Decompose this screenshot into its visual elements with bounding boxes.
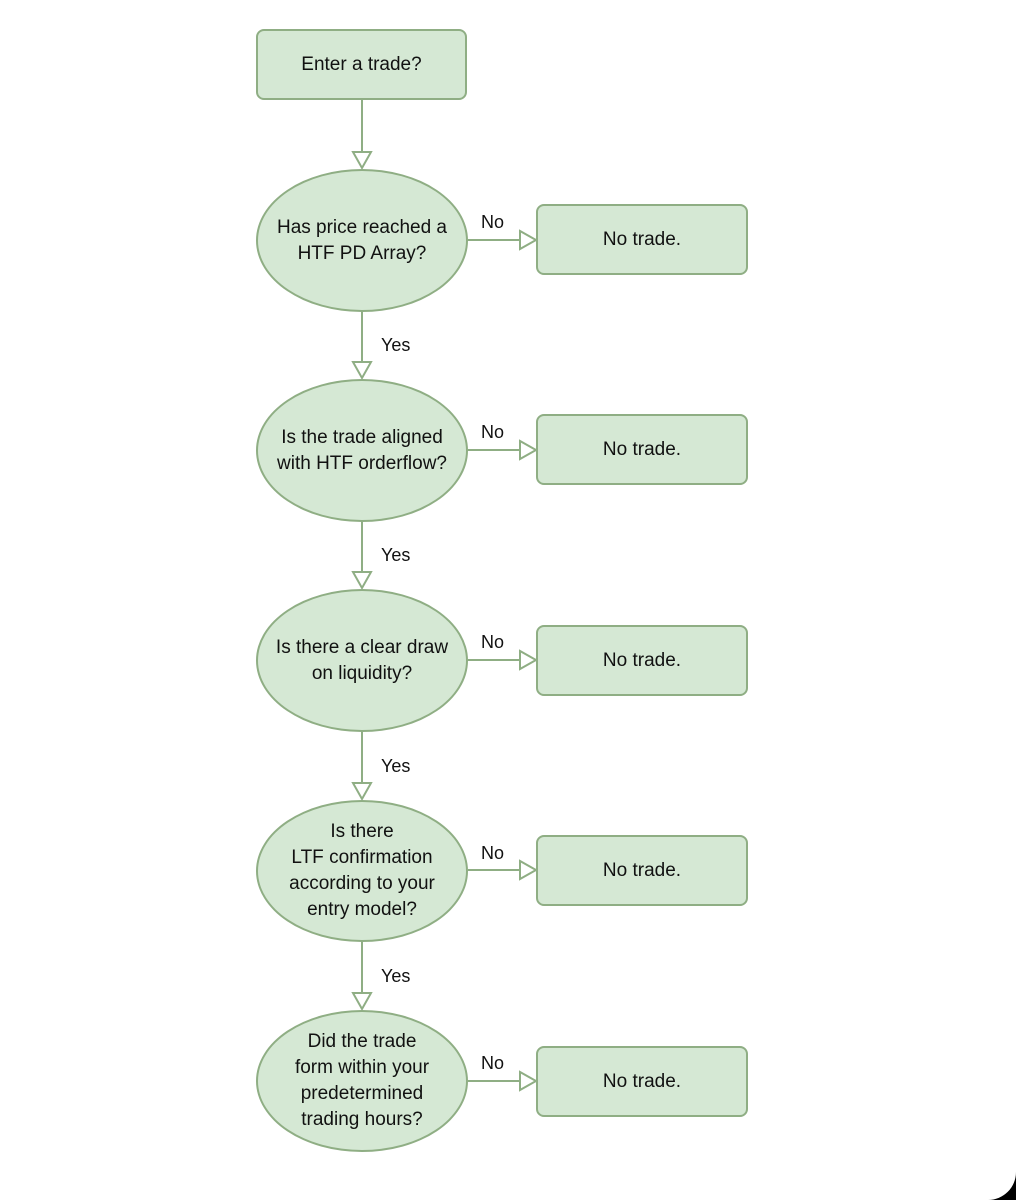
decision-question: Is the trade aligned with HTF orderflow?: [277, 426, 447, 474]
arrowhead-q1-no: [519, 229, 539, 251]
no-trade-node: No trade.: [536, 204, 748, 275]
yes-label: Yes: [381, 545, 411, 565]
decision-question: Has price reached a HTF PD Array?: [276, 216, 448, 264]
no-label: No: [481, 632, 505, 652]
no-trade-node: No trade.: [536, 1046, 748, 1117]
arrowhead-q1-to-q2: [351, 361, 373, 381]
arrowhead-q5-no: [519, 1070, 539, 1092]
arrowhead-start-to-q1: [351, 151, 373, 171]
arrowhead-q2-to-q3: [351, 571, 373, 591]
arrowhead-q3-to-q4: [351, 782, 373, 802]
no-trade-label: No trade.: [602, 1070, 682, 1092]
arrowhead-q3-no: [519, 649, 539, 671]
decision-predetermined-trading-hours: Did the trade form within your predeterm…: [256, 1010, 468, 1152]
no-trade-label: No trade.: [602, 859, 682, 881]
no-label: No: [481, 422, 505, 442]
decision-price-reached-pd-array: Has price reached a HTF PD Array?: [256, 169, 468, 312]
no-trade-label: No trade.: [602, 649, 682, 671]
yes-label: Yes: [381, 966, 411, 986]
no-trade-node: No trade.: [536, 414, 748, 485]
no-trade-label: No trade.: [602, 228, 682, 250]
yes-label: Yes: [381, 756, 411, 776]
decision-question: Is there LTF confirmation according to y…: [289, 821, 435, 920]
start-node: Enter a trade?: [256, 29, 467, 100]
decision-question: Is there a clear draw on liquidity?: [275, 636, 449, 684]
no-label: No: [481, 212, 505, 232]
decision-clear-draw-on-liquidity: Is there a clear draw on liquidity?: [256, 589, 468, 732]
no-label: No: [481, 1053, 505, 1073]
no-label: No: [481, 843, 505, 863]
arrowhead-q2-no: [519, 439, 539, 461]
decision-question: Did the trade form within your predeterm…: [294, 1031, 430, 1130]
start-node-label: Enter a trade?: [301, 53, 422, 75]
no-trade-node: No trade.: [536, 625, 748, 696]
no-trade-node: No trade.: [536, 835, 748, 906]
arrowhead-q4-no: [519, 859, 539, 881]
decision-aligned-htf-orderflow: Is the trade aligned with HTF orderflow?: [256, 379, 468, 522]
yes-label: Yes: [381, 335, 411, 355]
decision-ltf-confirmation: Is there LTF confirmation according to y…: [256, 800, 468, 942]
no-trade-label: No trade.: [602, 438, 682, 460]
arrowhead-q4-to-q5: [351, 992, 373, 1012]
